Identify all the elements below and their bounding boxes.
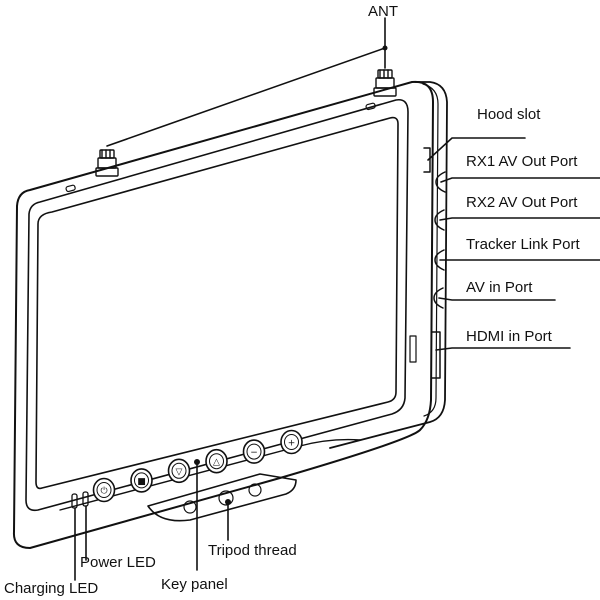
rx1-av-out-label: RX1 AV Out Port <box>466 153 578 170</box>
rx2-av-out-port <box>434 209 445 231</box>
key-button-rim <box>280 429 303 455</box>
tracker-link-port <box>434 249 445 271</box>
key-button-rim <box>130 468 153 493</box>
rx2-leader <box>439 217 600 221</box>
key-panel-label: Key panel <box>161 576 228 593</box>
hood-slot-leader <box>427 137 526 161</box>
av-in-leader <box>438 297 556 301</box>
tripod-plate <box>147 473 297 522</box>
key-button-face <box>209 453 224 470</box>
key-button[interactable]: ▽ <box>167 458 191 484</box>
leader-lines <box>74 17 600 581</box>
plus-icon: + <box>288 439 296 449</box>
key-button-face <box>134 472 149 489</box>
monitor-outer-shell <box>12 80 434 549</box>
hood-slot-label: Hood slot <box>477 106 541 123</box>
key-button-rim <box>167 458 191 484</box>
right-antenna-slot <box>365 102 376 111</box>
av-in-label: AV in Port <box>466 279 533 296</box>
tripod-hole-center <box>218 490 234 506</box>
power-led-label: Power LED <box>80 554 156 571</box>
tripod-thread-label: Tripod thread <box>208 542 297 559</box>
key-button-rim <box>242 439 266 464</box>
up-triangle-icon: △ <box>213 458 220 468</box>
key-button[interactable]: + <box>280 429 303 455</box>
key-button-face <box>284 434 299 450</box>
key-button[interactable]: − <box>242 439 266 464</box>
key-button[interactable]: △ <box>205 448 228 474</box>
stop-icon: ■ <box>137 477 146 487</box>
key-button-rim <box>92 477 116 503</box>
key-panel: ⏻ ■ ▽ △ − + <box>92 429 303 503</box>
tripod-hole-right <box>248 483 262 497</box>
monitor-bezel <box>25 98 409 512</box>
key-panel-leader-dot <box>194 459 200 465</box>
left-antenna <box>95 149 119 177</box>
ant-leader-dot <box>382 45 388 51</box>
av-in-port <box>433 287 444 309</box>
key-button-face <box>171 462 187 479</box>
key-button[interactable]: ⏻ <box>92 477 116 503</box>
hdmi-leader <box>435 347 571 351</box>
hdmi-in-port <box>431 331 441 379</box>
power-icon: ⏻ <box>100 486 107 497</box>
key-button-face <box>246 443 262 460</box>
tripod-hole-left <box>183 500 197 514</box>
ant-label: ANT <box>368 3 398 20</box>
rx1-leader <box>440 177 600 183</box>
rx1-av-out-port <box>435 171 446 193</box>
key-button-face <box>96 482 112 498</box>
monitor-screen <box>35 116 399 490</box>
charging-led-label: Charging LED <box>4 580 98 597</box>
side-slot <box>409 335 417 363</box>
monitor-device <box>12 69 448 549</box>
rx2-av-out-label: RX2 AV Out Port <box>466 194 578 211</box>
hood-slot-notch <box>423 147 431 173</box>
right-antenna <box>373 69 397 97</box>
ant-leader-left <box>106 47 386 147</box>
key-button-rim <box>205 448 228 474</box>
hdmi-in-label: HDMI in Port <box>466 328 553 345</box>
left-antenna-slot <box>65 184 76 193</box>
tracker-link-label: Tracker Link Port <box>466 236 580 253</box>
tripod-leader-dot <box>225 499 231 505</box>
down-triangle-icon: ▽ <box>176 467 183 477</box>
minus-icon: − <box>250 448 258 458</box>
monitor-side-edge <box>329 81 448 449</box>
key-button[interactable]: ■ <box>130 468 153 493</box>
